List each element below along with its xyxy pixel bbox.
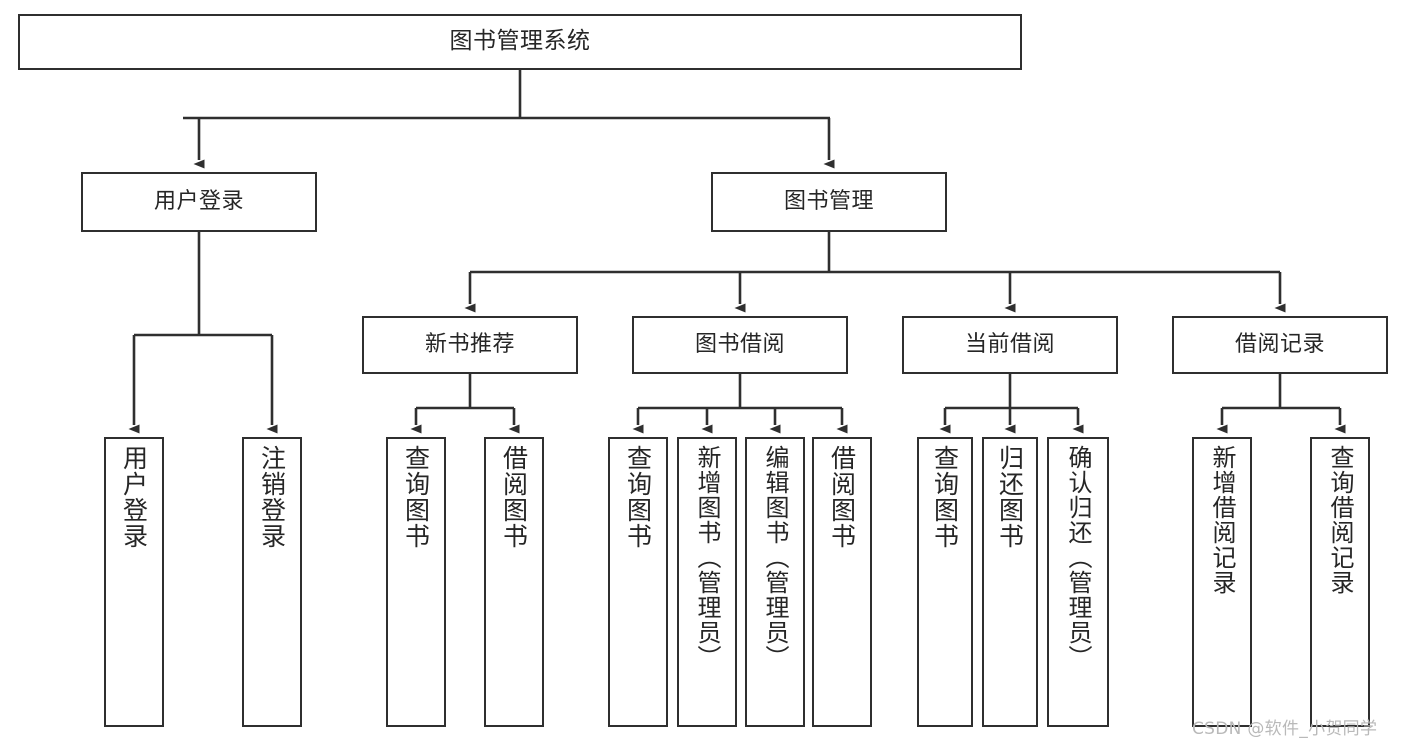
node-leaf-confirm-return-label: 确认归还（管理员） (1064, 445, 1092, 670)
node-leaf-query-record[interactable]: 查询借阅记录 (1310, 437, 1370, 727)
node-user-login[interactable]: 用户登录 (81, 172, 317, 232)
node-leaf-return-book-label: 归还图书 (995, 445, 1025, 549)
node-leaf-confirm-return[interactable]: 确认归还（管理员） (1047, 437, 1109, 727)
node-leaf-query-book-2[interactable]: 查询图书 (608, 437, 668, 727)
node-leaf-add-record[interactable]: 新增借阅记录 (1192, 437, 1252, 727)
node-leaf-add-book-label: 新增图书（管理员） (693, 445, 721, 670)
node-leaf-user-login-label: 用户登录 (119, 445, 149, 549)
node-book-manage[interactable]: 图书管理 (711, 172, 947, 232)
node-leaf-user-login[interactable]: 用户登录 (104, 437, 164, 727)
node-new-book-rec-label: 新书推荐 (424, 332, 515, 358)
node-leaf-add-book[interactable]: 新增图书（管理员） (677, 437, 737, 727)
node-leaf-query-book-3[interactable]: 查询图书 (917, 437, 973, 727)
node-leaf-logout[interactable]: 注销登录 (242, 437, 302, 727)
node-leaf-borrow-book-2[interactable]: 借阅图书 (812, 437, 872, 727)
node-leaf-borrow-book-2-label: 借阅图书 (827, 445, 857, 549)
node-leaf-query-record-label: 查询借阅记录 (1326, 445, 1354, 595)
csdn-watermark: CSDN @软件_小贺同学 (1192, 719, 1378, 739)
node-book-borrow-label: 图书借阅 (694, 332, 785, 358)
node-leaf-borrow-book-1[interactable]: 借阅图书 (484, 437, 544, 727)
node-current-borrow[interactable]: 当前借阅 (902, 316, 1118, 374)
node-leaf-borrow-book-1-label: 借阅图书 (499, 445, 529, 549)
node-leaf-query-book-3-label: 查询图书 (930, 445, 960, 549)
node-current-borrow-label: 当前借阅 (964, 332, 1055, 358)
node-leaf-edit-book-label: 编辑图书（管理员） (761, 445, 789, 670)
node-borrow-record[interactable]: 借阅记录 (1172, 316, 1388, 374)
node-book-borrow[interactable]: 图书借阅 (632, 316, 848, 374)
node-leaf-return-book[interactable]: 归还图书 (982, 437, 1038, 727)
node-root[interactable]: 图书管理系统 (18, 14, 1022, 70)
node-new-book-rec[interactable]: 新书推荐 (362, 316, 578, 374)
node-book-manage-label: 图书管理 (783, 189, 874, 215)
node-leaf-query-book-1[interactable]: 查询图书 (386, 437, 446, 727)
node-leaf-edit-book[interactable]: 编辑图书（管理员） (745, 437, 805, 727)
node-leaf-query-book-1-label: 查询图书 (401, 445, 431, 549)
node-leaf-logout-label: 注销登录 (257, 445, 287, 549)
node-leaf-add-record-label: 新增借阅记录 (1208, 445, 1236, 595)
node-leaf-query-book-2-label: 查询图书 (623, 445, 653, 549)
node-borrow-record-label: 借阅记录 (1234, 332, 1325, 358)
node-user-login-label: 用户登录 (153, 189, 244, 215)
node-root-label: 图书管理系统 (449, 28, 591, 55)
